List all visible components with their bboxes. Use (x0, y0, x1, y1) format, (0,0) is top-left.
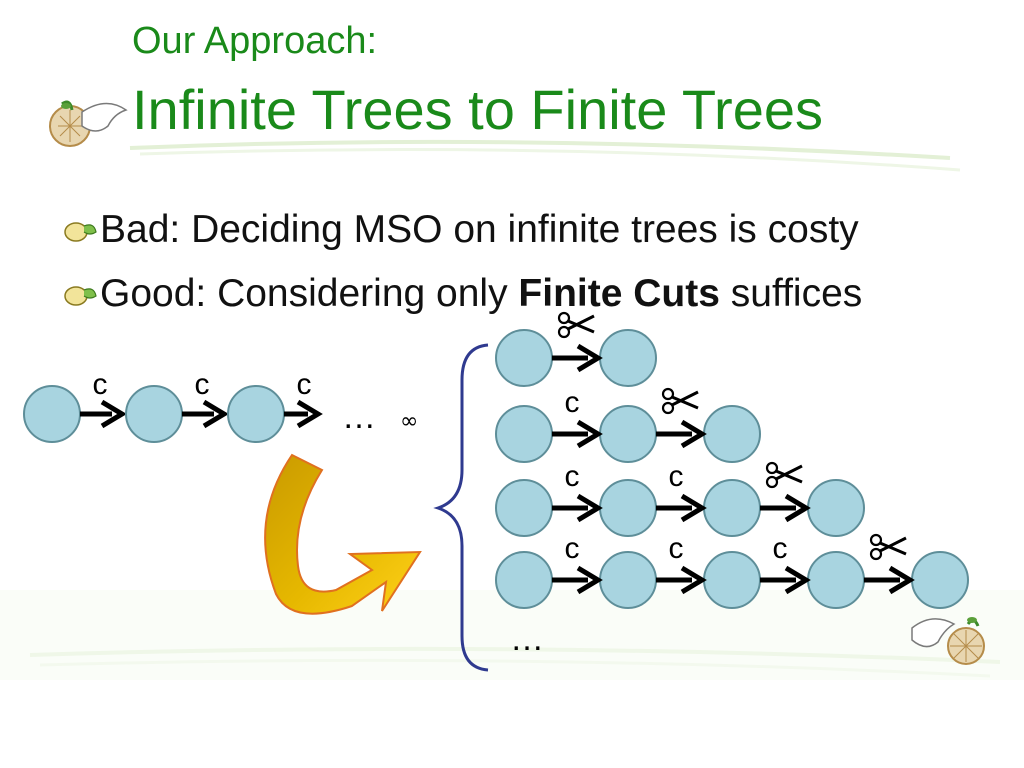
scissors-icon (869, 533, 907, 561)
edge-label: c (93, 368, 108, 401)
set-brace (433, 343, 489, 672)
edge-label: c (195, 368, 210, 401)
arrow-head (100, 399, 127, 429)
arrow-head (576, 493, 603, 523)
arrow-head (576, 419, 603, 449)
scissors-icon (661, 387, 699, 415)
arrow-head (296, 399, 323, 429)
edge-label: c (773, 532, 788, 565)
slide-subtitle: Our Approach: (132, 20, 378, 62)
bullet-bad: Bad: Deciding MSO on infinite trees is c… (62, 210, 859, 249)
bullet-good-text-after: suffices (719, 272, 863, 315)
chain-ellipsis: … (342, 398, 376, 436)
bullet-leaf-icon (64, 222, 97, 242)
arrow-head (680, 419, 707, 449)
bullet-good: Good: Considering only Finite Cuts suffi… (62, 274, 862, 313)
more-cuts-ellipsis: … (510, 620, 544, 658)
arrow-head (202, 399, 229, 429)
bullet-good-bold: Finite Cuts (518, 272, 720, 315)
bullet-bad-text: Bad: Deciding MSO on infinite trees is c… (100, 208, 859, 251)
edge-label: c (669, 460, 684, 493)
edge-label: c (669, 532, 684, 565)
arrow-head (576, 565, 603, 595)
arrow-head (784, 493, 811, 523)
scissors-icon (557, 311, 595, 339)
bullet-good-text: Good: Considering only (100, 272, 519, 315)
arrow-head (680, 565, 707, 595)
edge-label: c (565, 532, 580, 565)
edge-label: c (565, 386, 580, 419)
arrow-head (888, 565, 915, 595)
arrow-head (680, 493, 707, 523)
scissors-icon (765, 461, 803, 489)
bullet-leaf-icon (64, 286, 97, 306)
arrow-head (576, 343, 603, 373)
slide-title: Infinite Trees to Finite Trees (132, 78, 823, 141)
edge-label: c (565, 460, 580, 493)
transform-arrow (264, 453, 422, 615)
arrow-head (784, 565, 811, 595)
edge-label: c (297, 368, 312, 401)
infinity-symbol: ∞ (400, 409, 418, 434)
